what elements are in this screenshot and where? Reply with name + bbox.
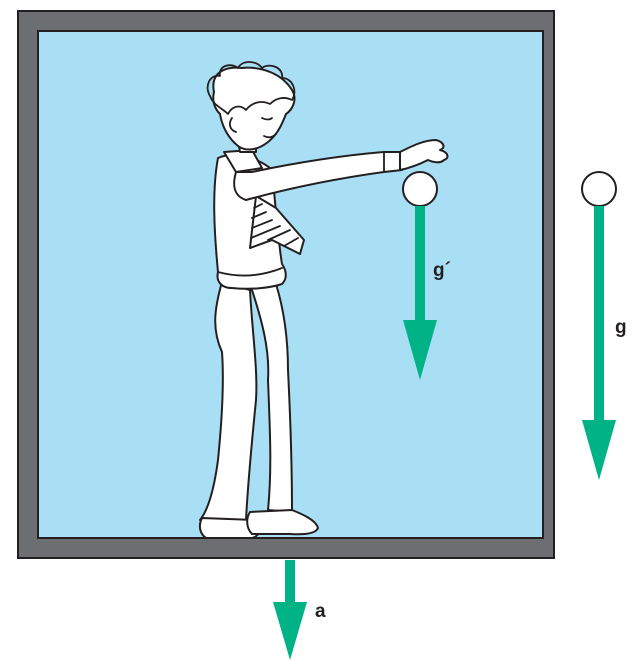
held-ball (403, 172, 437, 206)
g-prime-label: g´ (433, 260, 451, 281)
g-arrow-head (582, 420, 616, 480)
a-arrow-shaft (285, 560, 295, 606)
free-ball (582, 172, 616, 206)
acceleration-arrow-group: a (273, 560, 326, 660)
g-prime-arrow-shaft (415, 206, 425, 324)
g-label: g (615, 317, 627, 338)
a-label: a (315, 601, 326, 622)
free-ball-group: g (582, 172, 627, 480)
g-arrow-shaft (594, 206, 604, 424)
a-arrow-head (273, 602, 307, 660)
